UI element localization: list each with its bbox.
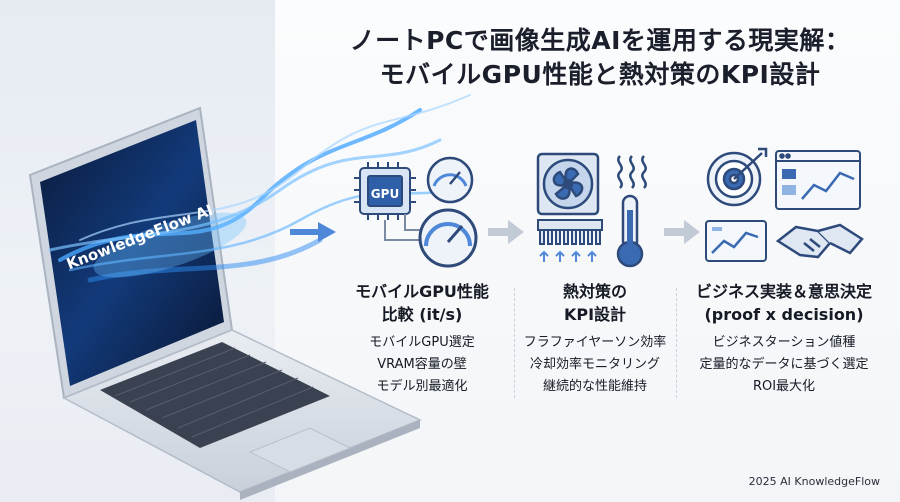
column-3-item: 定量的なデータに基づく選定 [699,357,869,372]
column-business-decision: ビジネス実装＆意思決定 (proof x decision) ビジネスターション… [684,280,884,398]
title-line-1: ノートPCで画像生成AIを運用する現実解： [349,26,851,55]
column-1-heading-line-2: 比較 (it/s) [381,305,463,324]
column-2-item: フラファイヤーソン効率 [523,335,667,350]
business-icon-group [705,147,864,262]
column-1-item: モデル別最適化 [376,379,468,394]
flow-arrow-1 [488,220,524,244]
column-divider-1 [514,288,515,398]
column-1-heading-line-1: モバイルGPU性能 [355,282,489,301]
flow-arrow-2 [664,220,700,244]
column-3-heading-line-2: (proof x decision) [704,305,864,324]
column-3-item: ビジネスターション値種 [712,335,856,350]
column-2-item: 継続的な性能維持 [542,379,647,394]
footer-copyright: 2025 AI KnowledgeFlow [748,475,880,488]
column-divider-2 [676,288,677,398]
thermal-icon-group [536,152,647,268]
heatsink-icon [537,219,603,262]
gpu-gauge-icon-group [354,156,478,268]
gpu-chip-label: GPU [370,187,400,201]
column-thermal-kpi: 熱対策の KPI設計 フラファイヤーソン効率 冷却効率モニタリング 継続的な性能… [500,280,690,398]
column-3-item: ROI最大化 [752,379,816,394]
page-title: ノートPCで画像生成AIを運用する現実解： モバイルGPU性能と熱対策のKPI設… [330,24,870,92]
dashboard-window-icon [775,150,861,210]
heat-waves-icon [617,155,647,189]
column-2-item: 冷却効率モニタリング [529,357,660,372]
column-1-item: VRAM容量の壁 [377,357,467,372]
thermometer-icon [616,194,644,268]
laptop-illustration [28,94,471,500]
gpu-chip-icon [354,162,430,241]
speed-gauge-icon-small [426,156,474,204]
speed-gauge-icon-large [418,208,478,268]
title-line-2: モバイルGPU性能と熱対策のKPI設計 [379,60,821,89]
cooling-fan-icon [536,152,600,216]
column-gpu-performance: モバイルGPU性能 比較 (it/s) モバイルGPU選定 VRAM容量の壁 モ… [327,280,517,398]
target-icon [706,147,768,207]
column-1-item: モバイルGPU選定 [369,335,475,350]
column-3-heading-line-1: ビジネス実装＆意思決定 [695,282,872,301]
line-chart-panel-icon [705,220,767,262]
column-2-heading-line-2: KPI設計 [563,305,627,324]
handshake-icon [775,223,864,259]
column-2-heading-line-1: 熱対策の [562,282,627,301]
